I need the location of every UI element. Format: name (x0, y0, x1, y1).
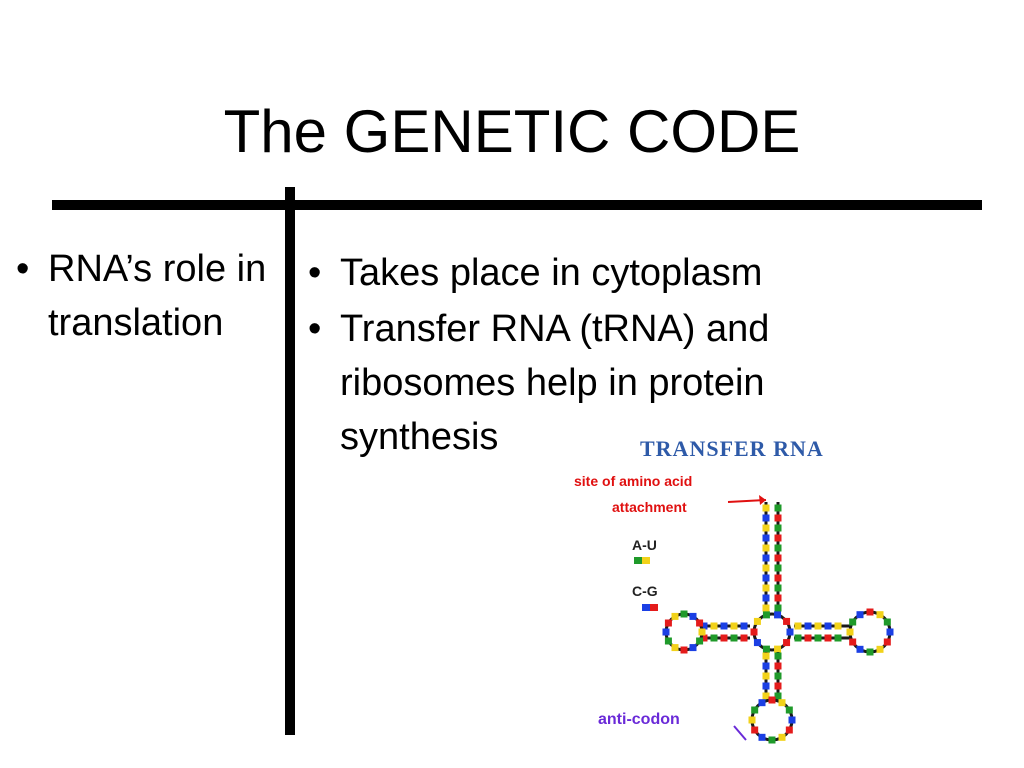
slide-title: The GENETIC CODE (223, 98, 801, 165)
site-arrow-head (759, 495, 766, 505)
left-bullet-list: RNA’s role in translation (12, 242, 272, 350)
site-label-line2: attachment (612, 499, 687, 515)
right-column: Takes place in cytoplasm Transfer RNA (t… (304, 246, 904, 466)
right-bullet-item: Transfer RNA (tRNA) and ribosomes help i… (304, 302, 860, 464)
left-column: RNA’s role in translation (12, 242, 272, 352)
table-vertical-rule (285, 187, 295, 735)
anticodon-label: anti-codon (598, 711, 680, 728)
site-label-line1: site of amino acid (574, 473, 692, 489)
legend-au-label: A-U (632, 537, 657, 553)
legend-cg-swatch (642, 604, 658, 611)
right-bullet-item: Takes place in cytoplasm (304, 246, 904, 300)
trna-diagram: TRANSFER RNA site of amino acid attachme… (574, 436, 894, 744)
left-bullet-item: RNA’s role in translation (12, 242, 272, 350)
legend-au-swatch (634, 557, 650, 564)
anticodon-arrow (733, 725, 747, 741)
trna-structure (662, 502, 894, 744)
table-horizontal-rule (52, 200, 982, 210)
legend-cg-label: C-G (632, 583, 658, 599)
trna-heading: TRANSFER RNA (640, 436, 824, 461)
right-bullet-list: Takes place in cytoplasm Transfer RNA (t… (304, 246, 904, 464)
